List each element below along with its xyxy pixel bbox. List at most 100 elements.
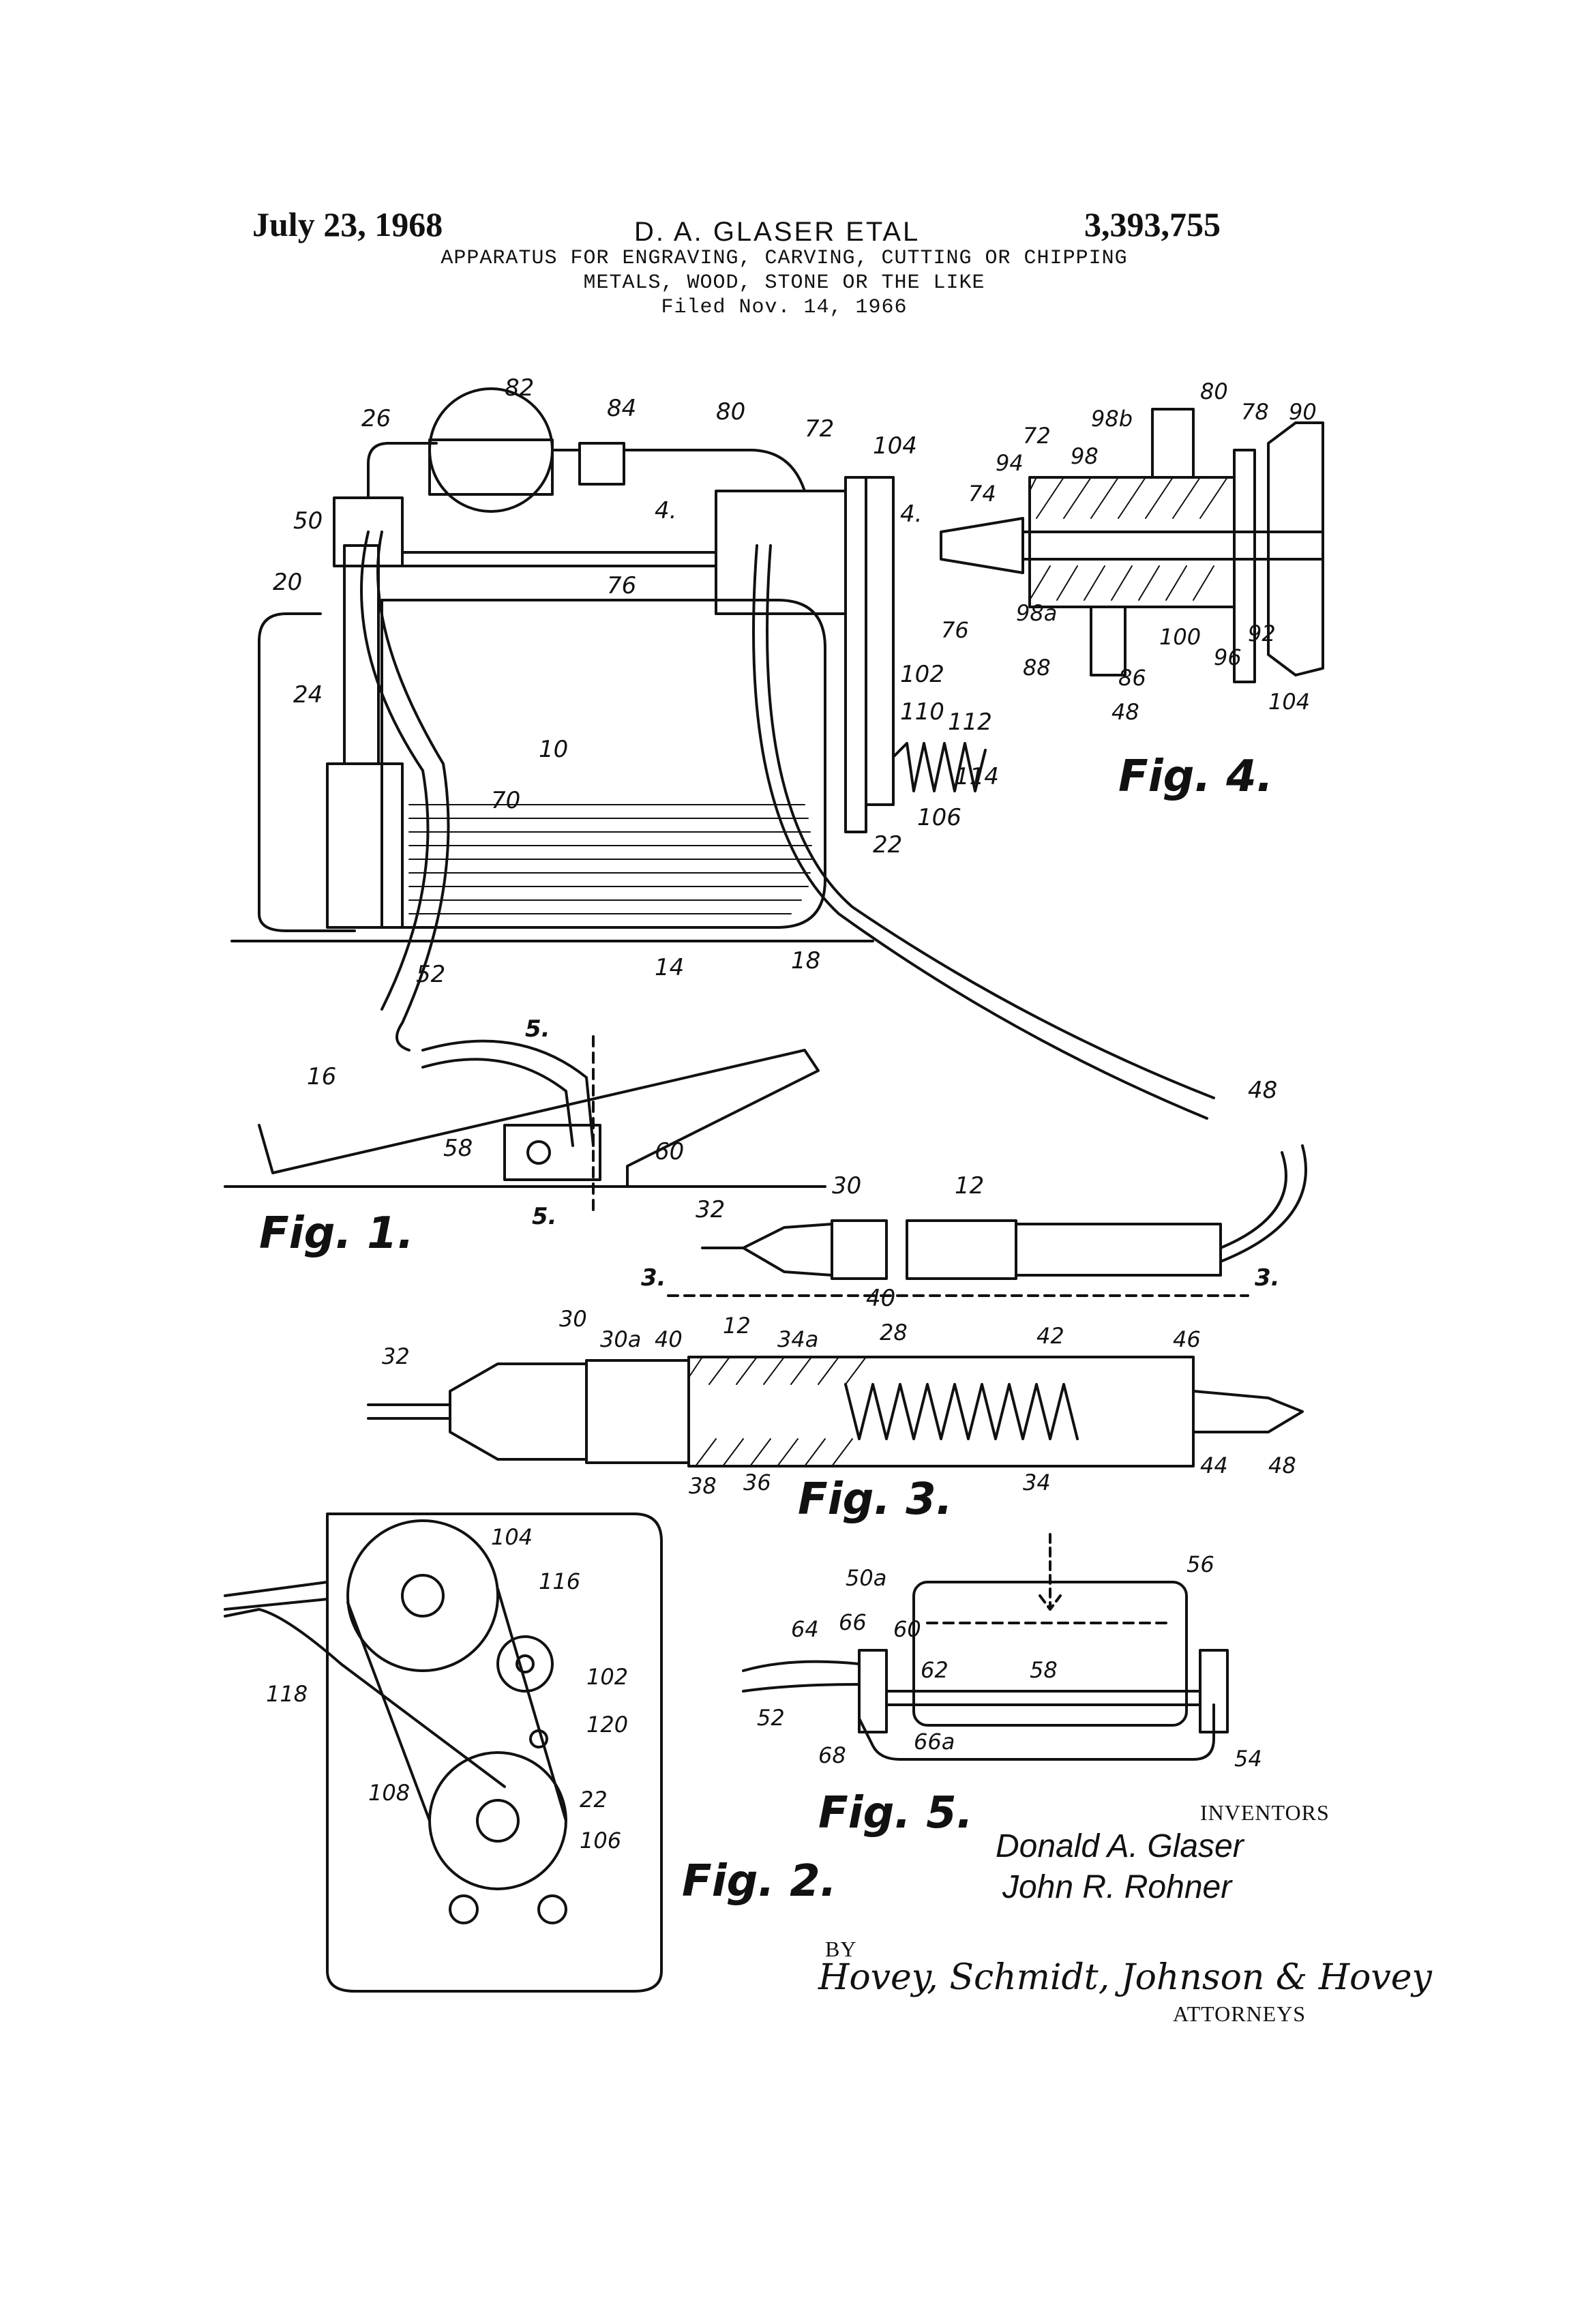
- ref-num: 104: [873, 432, 917, 460]
- ref-num: 76: [941, 617, 969, 643]
- pedal-hose: [421, 1039, 595, 1147]
- fig1-caption: Fig. 1.: [259, 1208, 414, 1259]
- attorneys-label: ATTORNEYS: [1173, 2001, 1307, 2026]
- fig1-valve-84: [578, 442, 625, 486]
- fig1-drawing: [230, 387, 1215, 1120]
- ref-num: 108: [368, 1780, 410, 1806]
- ref-num: 106: [917, 804, 961, 831]
- ref-num: 50a: [846, 1565, 886, 1591]
- ref-num: 12: [955, 1172, 984, 1200]
- fig4-nozzle: [940, 517, 1024, 574]
- fig5-hose-52: [742, 1660, 861, 1693]
- ref-num: 98: [1071, 443, 1099, 469]
- ref-num: 76: [607, 572, 636, 599]
- ref-num: 34: [1023, 1470, 1051, 1495]
- pedal-body: [258, 1049, 820, 1188]
- ref-num: 32: [382, 1343, 410, 1369]
- ref-num: 114: [955, 763, 999, 790]
- fig3-drawing: [367, 1356, 1304, 1468]
- fig1-belt-102: [865, 476, 895, 806]
- fig4-bottom-fitting: [1090, 606, 1126, 676]
- ref-num: 60: [893, 1616, 921, 1642]
- ref-num: 78: [1241, 399, 1269, 425]
- fig1-drum-hatching: [408, 804, 812, 914]
- ref-num: 4.: [655, 497, 676, 524]
- ref-num: 12: [723, 1313, 751, 1339]
- fig5-axle-58: [885, 1690, 1202, 1706]
- ref-num: 72: [1023, 423, 1051, 449]
- fig1-pump-housing: [428, 438, 554, 496]
- fig3-hatching: [688, 1356, 867, 1467]
- ref-num: 26: [361, 405, 391, 432]
- ref-num: 48: [1268, 1452, 1296, 1478]
- fig5-caption: Fig. 5.: [818, 1788, 973, 1838]
- ref-num: 40: [866, 1285, 895, 1312]
- ref-num: 10: [539, 736, 568, 763]
- ref-num: 14: [655, 954, 684, 981]
- inventor-1: Donald A. Glaser: [996, 1828, 1244, 1864]
- ref-num: 40: [655, 1326, 683, 1352]
- inventor-name: D. A. GLASER ETAL: [634, 217, 921, 247]
- fig1-hose-48: [766, 544, 1215, 1099]
- ref-num: 52: [416, 961, 445, 988]
- ref-num: 30: [559, 1306, 587, 1332]
- fig2-idler-116: [496, 1635, 554, 1693]
- fig1-shaft-76: [401, 551, 717, 567]
- fig3-tail: [1192, 1390, 1304, 1433]
- ref-num: 42: [1036, 1323, 1064, 1349]
- handpiece-knurl-1: [831, 1219, 888, 1280]
- ref-num: 116: [539, 1568, 580, 1594]
- ref-num: 70: [491, 787, 520, 814]
- ref-num: 5.: [525, 1015, 550, 1043]
- ref-num: 104: [1268, 689, 1310, 715]
- ref-num: 104: [491, 1524, 533, 1550]
- patent-title-line1: APPARATUS FOR ENGRAVING, CARVING, CUTTIN…: [441, 247, 1128, 270]
- ref-num: 18: [791, 947, 820, 974]
- fig1-labels: 26 82 84 80 72 104 4. 4. 50 76 20 24 10 …: [273, 374, 1280, 1312]
- fig5-labels: 56 50a 64 66 60 62 58 52 68 66a 54: [757, 1551, 1262, 1772]
- fig1-hose-52: [360, 531, 430, 1011]
- fig3-caption: Fig. 3.: [798, 1474, 953, 1525]
- ref-num: 16: [307, 1063, 336, 1090]
- ref-num: 66: [839, 1609, 867, 1635]
- fig1-foot-pedal: [224, 1035, 826, 1215]
- ref-num: 102: [586, 1664, 628, 1690]
- fig1-line-80: [551, 449, 806, 492]
- ref-num: 28: [880, 1320, 908, 1345]
- ref-num: 22: [580, 1787, 608, 1813]
- ref-num: 5.: [532, 1203, 557, 1230]
- fig5-bracket-right: [1199, 1649, 1229, 1733]
- fig2-idler-hub: [516, 1654, 535, 1673]
- fig1-hose-70: [376, 531, 450, 1052]
- ref-num: 72: [805, 415, 834, 443]
- ref-num: 24: [293, 681, 323, 709]
- ref-num: 86: [1118, 665, 1146, 691]
- fig4-drawing: [940, 408, 1324, 683]
- inventor-2: John R. Rohner: [1002, 1869, 1232, 1905]
- ref-num: 38: [689, 1473, 717, 1499]
- ref-num: 98a: [1016, 600, 1057, 626]
- fig1-motor-head: [715, 490, 847, 615]
- ref-num: 80: [716, 398, 745, 426]
- fig5-base-54: [858, 1703, 1215, 1761]
- ref-num: 120: [586, 1712, 628, 1738]
- inventors-label: INVENTORS: [1200, 1800, 1330, 1825]
- fig4-labels: 80 78 90 98b 72 98 94 74 76 98a 100 96 9…: [941, 378, 1317, 725]
- ref-num: 88: [1023, 655, 1051, 681]
- fig5-bracket-left: [858, 1649, 888, 1733]
- pedal-pin-58: [526, 1140, 551, 1165]
- ref-num: 102: [900, 661, 944, 688]
- fig2-pulley-106-hub: [476, 1799, 520, 1843]
- filed-date: Filed Nov. 14, 1966: [661, 296, 908, 319]
- fig3-body: [687, 1356, 1195, 1468]
- fig3-chuck: [449, 1362, 588, 1461]
- ref-num: 30: [832, 1172, 861, 1200]
- fig4-caption: Fig. 4.: [1118, 751, 1273, 802]
- fig4-pulley-104: [1267, 421, 1324, 676]
- fig1-pump-block: [326, 762, 404, 929]
- ref-num: 30a: [600, 1326, 641, 1352]
- ref-num: 90: [1289, 399, 1317, 425]
- patent-number: 3,393,755: [1084, 205, 1221, 243]
- fig1-motor-drum: [380, 599, 826, 929]
- ref-num: 36: [743, 1470, 771, 1495]
